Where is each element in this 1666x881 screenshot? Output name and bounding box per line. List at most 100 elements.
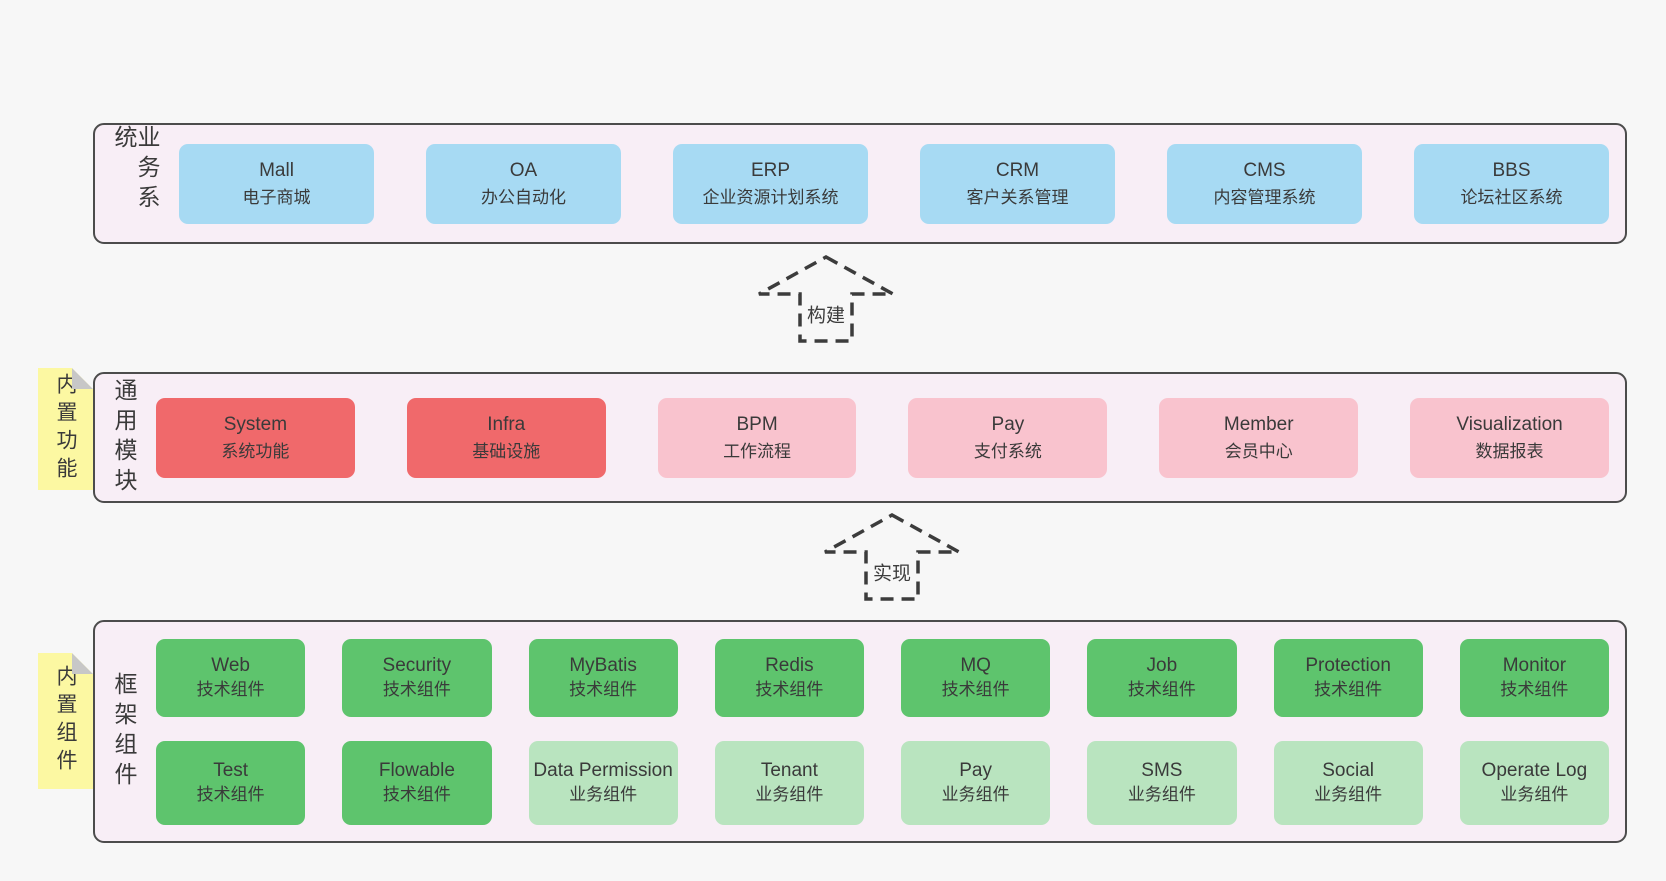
box-monitor: Monitor 技术组件	[1459, 638, 1609, 717]
box-subtitle: 技术组件	[382, 784, 451, 804]
layer-business-systems: 业务系统 Mall 电子商城 OA 办公自动化 ERP 企业资源计划系统 CRM…	[93, 123, 1627, 244]
box-subtitle: 技术组件	[1500, 679, 1569, 699]
box-crm: CRM 客户关系管理	[920, 143, 1115, 224]
box-subtitle: 数据报表	[1475, 442, 1544, 461]
box-title: Redis	[765, 655, 814, 677]
box-mybatis: MyBatis 技术组件	[528, 638, 678, 717]
box-title: Mall	[259, 159, 294, 181]
arrow-implement-label: 实现	[867, 557, 917, 587]
box-title: Flowable	[378, 760, 455, 782]
box-sms: SMS 业务组件	[1087, 740, 1237, 825]
box-social: Social 业务组件	[1273, 740, 1423, 825]
box-job: Job 技术组件	[1087, 638, 1237, 717]
folded-corner-icon	[72, 653, 93, 674]
box-title: CMS	[1243, 159, 1286, 181]
framework-components-grid: Web 技术组件 Security 技术组件 MyBatis 技术组件 Redi…	[156, 638, 1609, 825]
folded-corner-icon	[72, 368, 93, 389]
box-data-permission: Data Permission 业务组件	[528, 740, 678, 825]
box-subtitle: 会员中心	[1224, 442, 1293, 461]
box-title: MyBatis	[569, 655, 637, 677]
note-builtin-components: 内置组件	[38, 653, 93, 789]
box-subtitle: 内容管理系统	[1213, 188, 1316, 207]
box-subtitle: 支付系统	[973, 442, 1042, 461]
box-title: OA	[509, 159, 538, 181]
box-title: ERP	[750, 159, 791, 181]
box-title: CRM	[995, 159, 1040, 181]
box-mq: MQ 技术组件	[901, 638, 1051, 717]
box-title: Infra	[487, 413, 526, 435]
box-title: BBS	[1492, 159, 1531, 181]
box-pay-component: Pay 业务组件	[901, 740, 1051, 825]
box-infra: Infra 基础设施	[406, 397, 606, 478]
box-title: Visualization	[1456, 413, 1563, 435]
arrow-build: 构建	[756, 254, 896, 344]
box-subtitle: 企业资源计划系统	[702, 188, 839, 207]
box-subtitle: 业务组件	[1314, 784, 1383, 804]
up-arrow-icon	[824, 513, 960, 601]
box-subtitle: 技术组件	[1314, 679, 1383, 699]
box-protection: Protection 技术组件	[1273, 638, 1423, 717]
box-subtitle: 系统功能	[221, 442, 290, 461]
box-title: Operate Log	[1481, 760, 1588, 782]
box-subtitle: 技术组件	[382, 679, 451, 699]
box-operate-log: Operate Log 业务组件	[1459, 740, 1609, 825]
box-web: Web 技术组件	[156, 638, 306, 717]
box-title: BPM	[736, 413, 778, 435]
box-subtitle: 工作流程	[723, 442, 792, 461]
box-subtitle: 客户关系管理	[966, 188, 1069, 207]
box-title: Job	[1146, 655, 1178, 677]
box-system: System 系统功能	[156, 397, 355, 478]
box-title: Data Permission	[533, 760, 673, 782]
box-flowable: Flowable 技术组件	[342, 740, 492, 825]
box-subtitle: 技术组件	[1127, 679, 1196, 699]
box-redis: Redis 技术组件	[714, 638, 864, 717]
box-bpm: BPM 工作流程	[657, 397, 857, 478]
layer-common-modules: 通用模块 System 系统功能 Infra 基础设施 BPM 工作流程 Pay…	[93, 372, 1627, 503]
box-subtitle: 业务组件	[1500, 784, 1569, 804]
common-modules-row: System 系统功能 Infra 基础设施 BPM 工作流程 Pay 支付系统…	[156, 397, 1609, 478]
arrow-implement: 实现	[822, 512, 962, 602]
box-title: Test	[213, 760, 249, 782]
layer-label-framework-components: 框架组件	[111, 671, 137, 792]
box-title: Social	[1322, 760, 1374, 782]
box-title: Security	[382, 655, 452, 677]
box-title: Monitor	[1502, 655, 1567, 677]
layer-label-business-systems: 业务系统	[111, 125, 160, 215]
layer-label-common-modules: 通用模块	[111, 377, 137, 498]
box-visualization: Visualization 数据报表	[1410, 397, 1609, 478]
box-security: Security 技术组件	[342, 638, 492, 717]
box-title: MQ	[960, 655, 991, 677]
box-title: Pay	[991, 413, 1025, 435]
box-mall: Mall 电子商城	[179, 143, 374, 224]
layer-framework-components: 框架组件 Web 技术组件 Security 技术组件 MyBatis 技术组件…	[93, 620, 1627, 843]
box-subtitle: 论坛社区系统	[1460, 188, 1563, 207]
box-subtitle: 业务组件	[569, 784, 638, 804]
box-title: Tenant	[760, 760, 818, 782]
box-oa: OA 办公自动化	[426, 143, 621, 224]
box-member: Member 会员中心	[1159, 397, 1359, 478]
box-test: Test 技术组件	[156, 740, 306, 825]
box-subtitle: 技术组件	[196, 784, 265, 804]
note-text: 内置组件	[54, 665, 77, 777]
up-arrow-icon	[758, 255, 894, 343]
box-subtitle: 业务组件	[1127, 784, 1196, 804]
box-subtitle: 业务组件	[941, 784, 1010, 804]
box-tenant: Tenant 业务组件	[714, 740, 864, 825]
box-pay-system: Pay 支付系统	[908, 397, 1108, 478]
box-bbs: BBS 论坛社区系统	[1414, 143, 1609, 224]
box-subtitle: 技术组件	[569, 679, 638, 699]
note-builtin-features: 内置功能	[38, 368, 93, 490]
box-title: Member	[1223, 413, 1294, 435]
box-erp: ERP 企业资源计划系统	[673, 143, 868, 224]
box-title: Web	[211, 655, 250, 677]
arrow-build-label: 构建	[801, 299, 851, 329]
box-subtitle: 业务组件	[755, 784, 824, 804]
box-title: Protection	[1305, 655, 1391, 677]
box-title: Pay	[959, 760, 992, 782]
box-cms: CMS 内容管理系统	[1167, 143, 1362, 224]
box-title: System	[223, 413, 288, 435]
box-subtitle: 基础设施	[472, 442, 541, 461]
box-subtitle: 办公自动化	[481, 188, 566, 207]
box-subtitle: 技术组件	[755, 679, 824, 699]
